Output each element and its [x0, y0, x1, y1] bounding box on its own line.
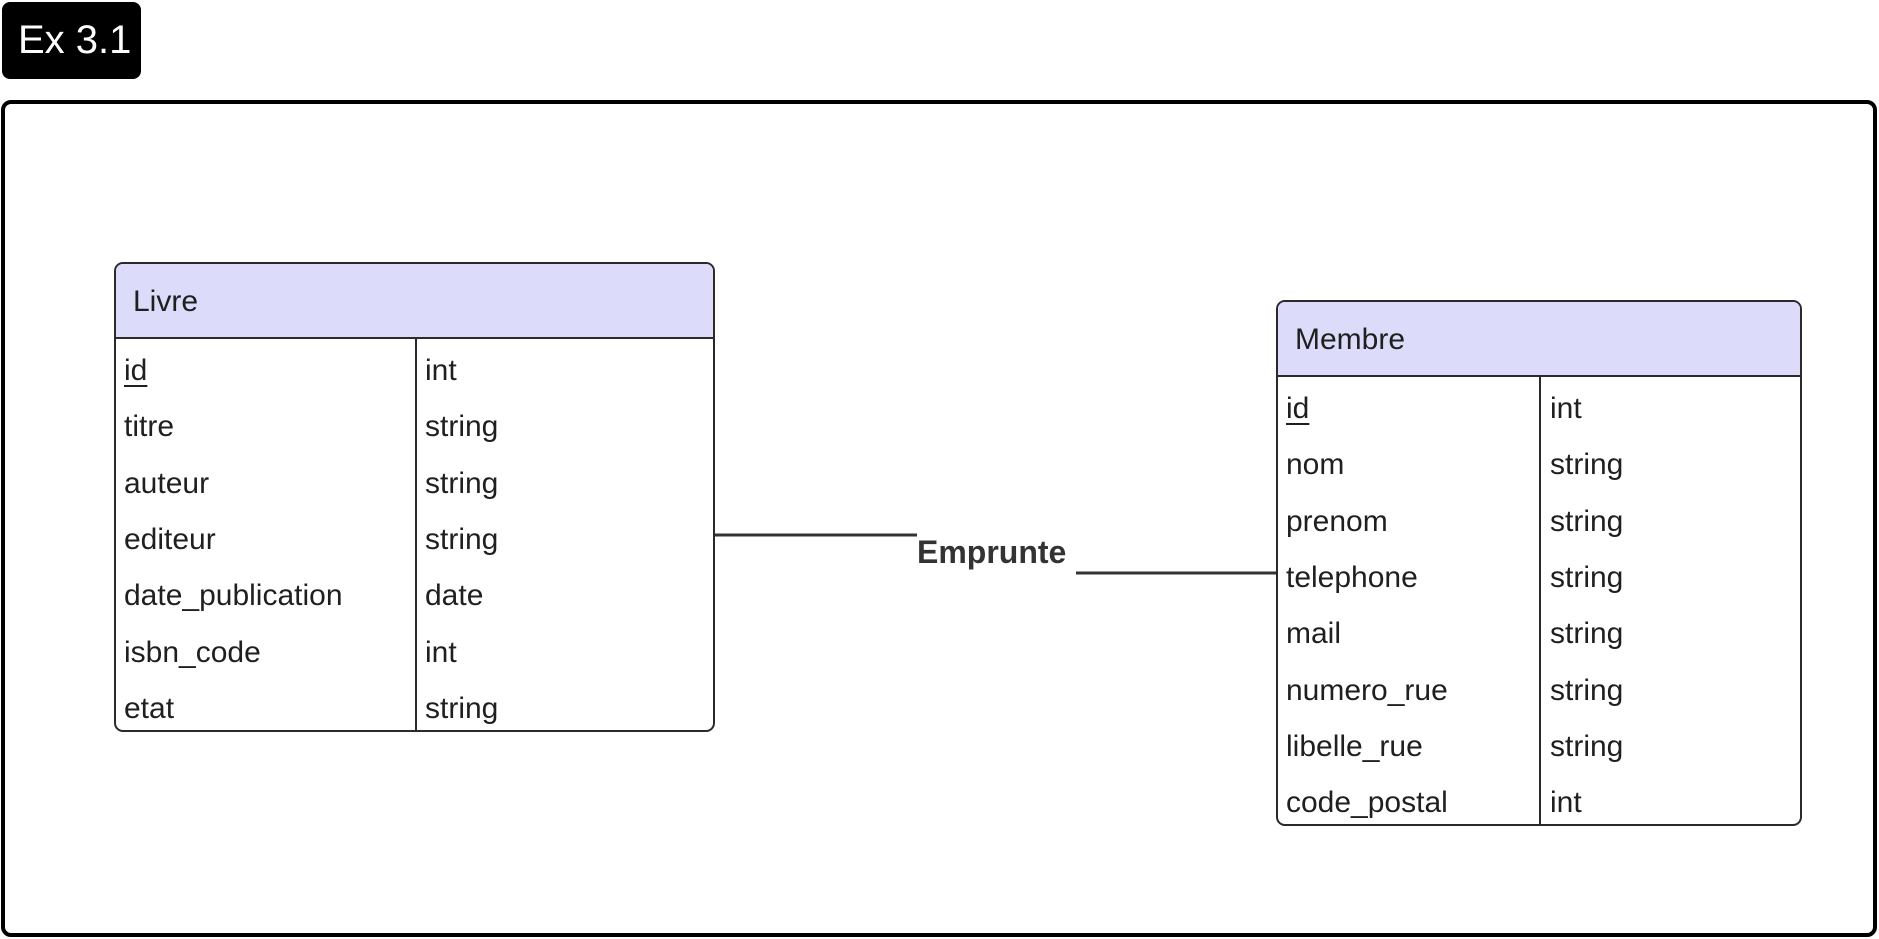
attribute-row: date_publication date	[116, 568, 713, 624]
attribute-name: date_publication	[124, 579, 343, 613]
attribute-type: string	[425, 466, 499, 500]
relationship-label: Emprunte	[917, 534, 1067, 570]
attribute-name: id	[124, 354, 148, 388]
attribute-type: string	[425, 523, 499, 557]
attribute-type: string	[425, 691, 499, 725]
attribute-type: string	[1550, 617, 1624, 651]
attribute-type: string	[425, 410, 499, 444]
entity-membre-attributes: id int nom string prenom string telephon…	[1278, 377, 1800, 824]
column-divider	[415, 339, 417, 730]
attribute-type: date	[425, 579, 484, 613]
attribute-row: isbn_code int	[116, 624, 713, 680]
attribute-type: int	[1550, 786, 1582, 820]
attribute-row: etat string	[116, 681, 713, 730]
frame-tag: Ex 3.1	[2, 2, 141, 79]
attribute-type: int	[1550, 392, 1582, 426]
attribute-name: mail	[1286, 617, 1342, 651]
attribute-type: string	[1550, 729, 1624, 763]
attribute-name: code_postal	[1286, 786, 1448, 820]
attribute-row: id int	[116, 343, 713, 399]
attribute-row: editeur string	[116, 512, 713, 568]
entity-livre[interactable]: Livre id int titre string auteur string …	[114, 262, 715, 732]
attribute-type: string	[1550, 561, 1624, 595]
attribute-name: nom	[1286, 448, 1345, 482]
attribute-name: prenom	[1286, 504, 1388, 538]
attribute-row: auteur string	[116, 456, 713, 512]
entity-livre-attributes: id int titre string auteur string editeu…	[116, 339, 713, 730]
attribute-name: etat	[124, 691, 175, 725]
attribute-row: telephone string	[1278, 550, 1800, 606]
entity-membre[interactable]: Membre id int nom string prenom string t…	[1276, 300, 1802, 826]
column-divider	[1539, 377, 1541, 824]
attribute-name: titre	[124, 410, 175, 444]
attribute-row: code_postal int	[1278, 775, 1800, 824]
attribute-name: isbn_code	[124, 635, 261, 669]
entity-membre-title: Membre	[1278, 302, 1800, 377]
attribute-type: string	[1550, 504, 1624, 538]
attribute-row: titre string	[116, 399, 713, 455]
entity-livre-title: Livre	[116, 264, 713, 339]
attribute-name: auteur	[124, 466, 210, 500]
attribute-row: mail string	[1278, 606, 1800, 662]
attribute-row: prenom string	[1278, 494, 1800, 550]
attribute-type: int	[425, 635, 457, 669]
attribute-row: id int	[1278, 381, 1800, 437]
attribute-row: numero_rue string	[1278, 662, 1800, 718]
attribute-name: id	[1286, 392, 1310, 426]
attribute-type: string	[1550, 448, 1624, 482]
attribute-type: int	[425, 354, 457, 388]
attribute-row: nom string	[1278, 437, 1800, 493]
attribute-name: numero_rue	[1286, 673, 1448, 707]
attribute-type: string	[1550, 673, 1624, 707]
attribute-name: editeur	[124, 523, 216, 557]
attribute-row: libelle_rue string	[1278, 719, 1800, 775]
attribute-name: telephone	[1286, 561, 1418, 595]
attribute-name: libelle_rue	[1286, 729, 1423, 763]
